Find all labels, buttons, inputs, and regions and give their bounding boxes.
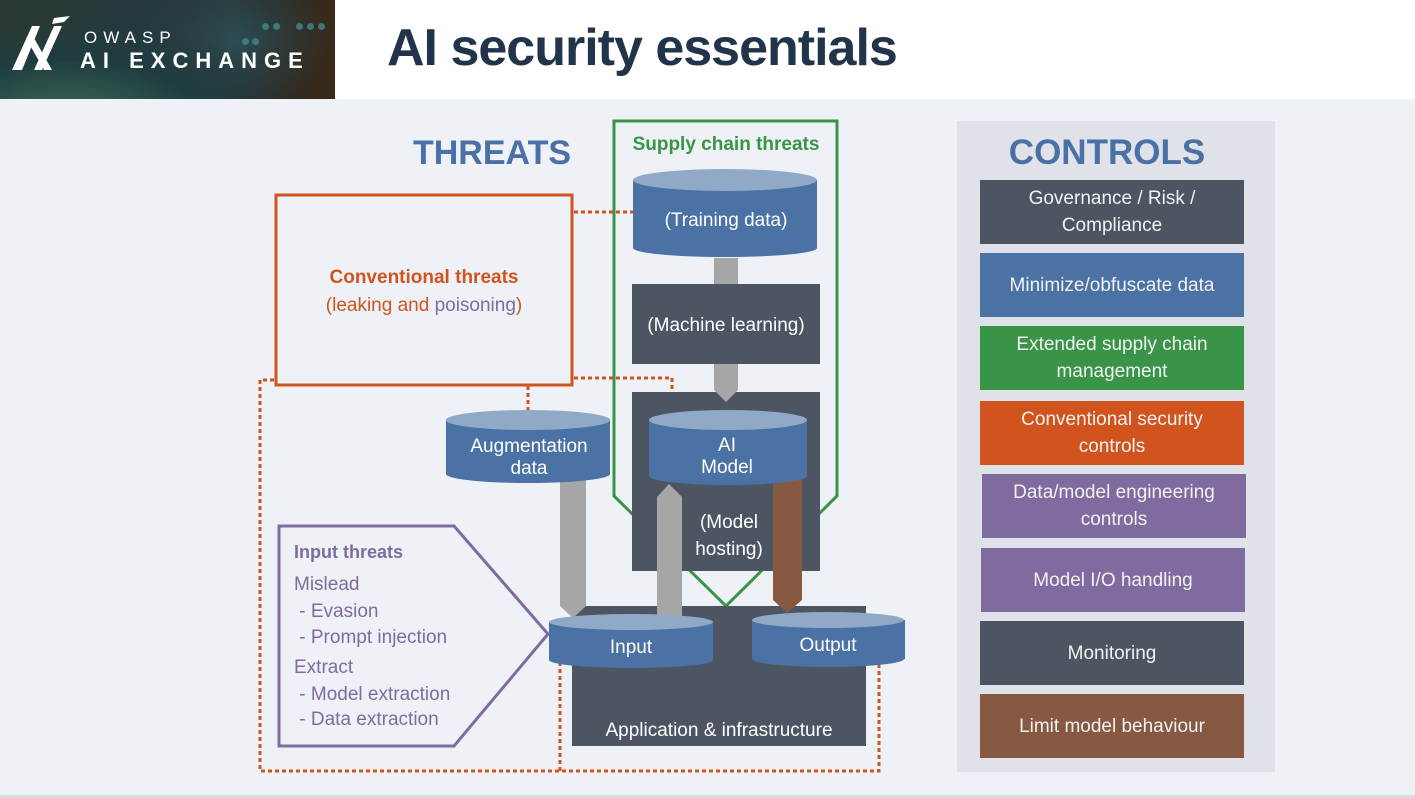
input-threats-box — [277, 524, 550, 748]
control-minimize-data: Minimize/obfuscate data — [980, 253, 1244, 317]
training-data-label: (Training data) — [665, 210, 788, 231]
control-data-model-engineering: Data/model engineering controls — [982, 474, 1246, 538]
output-cylinder — [752, 612, 905, 667]
control-limit-behaviour: Limit model behaviour — [980, 694, 1244, 758]
model-hosting-label-2: hosting) — [695, 539, 763, 560]
arrow-input-to-model — [657, 484, 682, 632]
input-threat-line: - Prompt injection — [294, 627, 447, 648]
header: OWASP AI EXCHANGE AI security essentials — [0, 0, 1415, 99]
logo-exchange-text: AI EXCHANGE — [80, 48, 310, 73]
supply-chain-label: Supply chain threats — [633, 134, 820, 155]
arrow-model-to-output — [773, 478, 802, 613]
control-governance: Governance / Risk / Compliance — [980, 180, 1244, 244]
machine-learning-label: (Machine learning) — [647, 315, 804, 336]
conventional-threat-link-outer — [258, 378, 881, 773]
ai-exchange-mark-icon — [12, 16, 70, 70]
app-infra-label: Application & infrastructure — [605, 720, 832, 741]
input-cylinder — [549, 614, 713, 668]
arrow-ml-to-model — [714, 364, 738, 402]
conventional-threats-box — [274, 193, 574, 387]
page-title: AI security essentials — [387, 19, 898, 77]
input-threat-line: - Model extraction — [294, 684, 450, 705]
ai-model-label-1: AI — [718, 435, 736, 456]
owasp-ai-exchange-logo: OWASP AI EXCHANGE — [0, 0, 335, 99]
input-threats-title: Input threats — [294, 542, 403, 562]
machine-learning-block — [632, 284, 820, 364]
training-data-cylinder — [633, 169, 817, 257]
input-threat-line: - Data extraction — [294, 709, 439, 730]
controls-heading: CONTROLS — [1008, 133, 1206, 172]
threats-diagram: THREATS Supply chain threats Conventiona… — [258, 119, 905, 773]
control-model-io: Model I/O handling — [981, 548, 1245, 612]
input-threat-line: Extract — [294, 657, 354, 678]
augmentation-data-cylinder — [446, 410, 610, 483]
conventional-threats-subtitle: (leaking and poisoning) — [326, 295, 522, 316]
control-conventional-security: Conventional security controls — [980, 401, 1244, 465]
threats-heading: THREATS — [413, 134, 571, 172]
output-label: Output — [799, 635, 857, 656]
arrow-training-to-ml — [714, 258, 738, 284]
logo-owasp-text: OWASP — [84, 28, 177, 47]
input-threat-line: - Evasion — [294, 601, 378, 622]
controls-panel: CONTROLS Governance / Risk / Compliance … — [957, 121, 1275, 772]
control-monitoring: Monitoring — [980, 621, 1244, 685]
arrow-augmentation-to-input — [560, 478, 586, 618]
augmentation-data-label-2: data — [511, 458, 548, 479]
augmentation-data-label-1: Augmentation — [470, 436, 587, 457]
ai-model-cylinder — [649, 410, 807, 485]
input-label: Input — [610, 637, 653, 658]
conventional-threats-title: Conventional threats — [330, 267, 519, 288]
model-hosting-label-1: (Model — [700, 512, 758, 533]
control-supply-chain: Extended supply chain management — [980, 326, 1244, 390]
input-threat-line: Mislead — [294, 574, 359, 595]
ai-model-label-2: Model — [701, 457, 753, 478]
